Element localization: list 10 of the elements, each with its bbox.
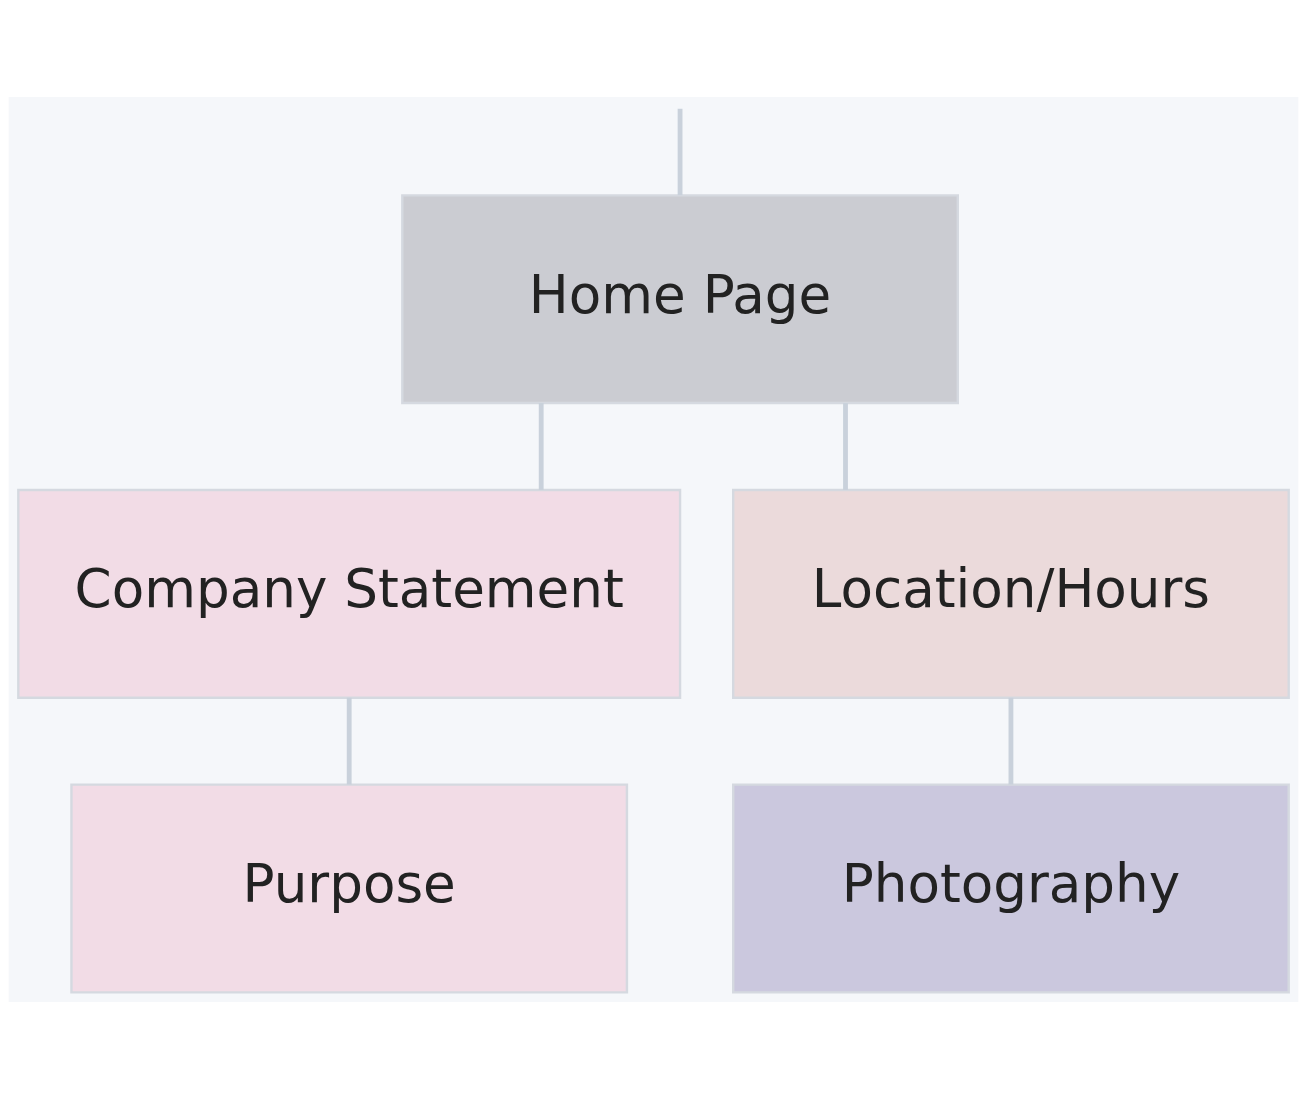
- connector: [843, 403, 848, 490]
- node-box: Home Page: [401, 194, 959, 405]
- connector: [1008, 697, 1014, 785]
- node-box: Company Statement: [17, 488, 682, 699]
- node-box: Location/Hours: [732, 488, 1290, 699]
- node-box: Photography: [732, 783, 1290, 994]
- connector: [346, 697, 352, 785]
- connector: [677, 108, 683, 196]
- connector: [538, 403, 544, 490]
- node-box: Purpose: [70, 783, 629, 994]
